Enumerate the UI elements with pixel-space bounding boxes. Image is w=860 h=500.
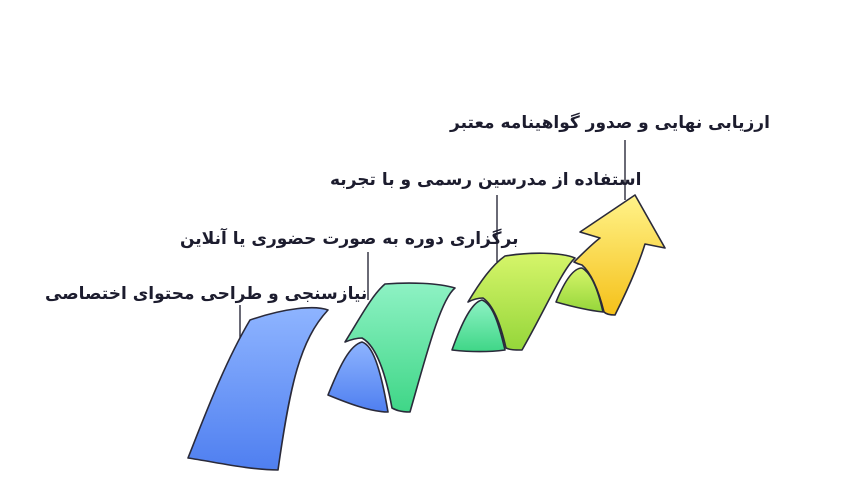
wave-segment-3 [467, 252, 576, 351]
wave-segment-2 [344, 282, 456, 413]
arrow-head-segment [573, 194, 666, 316]
step-label-1: نیازسنجی و طراحی محتوای اختصاصی [45, 284, 368, 304]
step-label-2: برگزاری دوره به صورت حضوری یا آنلاین [180, 229, 519, 249]
wave-segment-1b [327, 341, 389, 413]
step-label-3: استفاده از مدرسین رسمی و با تجربه [330, 170, 642, 190]
wave-segment-1 [187, 306, 329, 471]
step-label-4: ارزیابی نهایی و صدور گواهینامه معتبر [450, 113, 770, 133]
wave-segment-2b [451, 299, 506, 353]
